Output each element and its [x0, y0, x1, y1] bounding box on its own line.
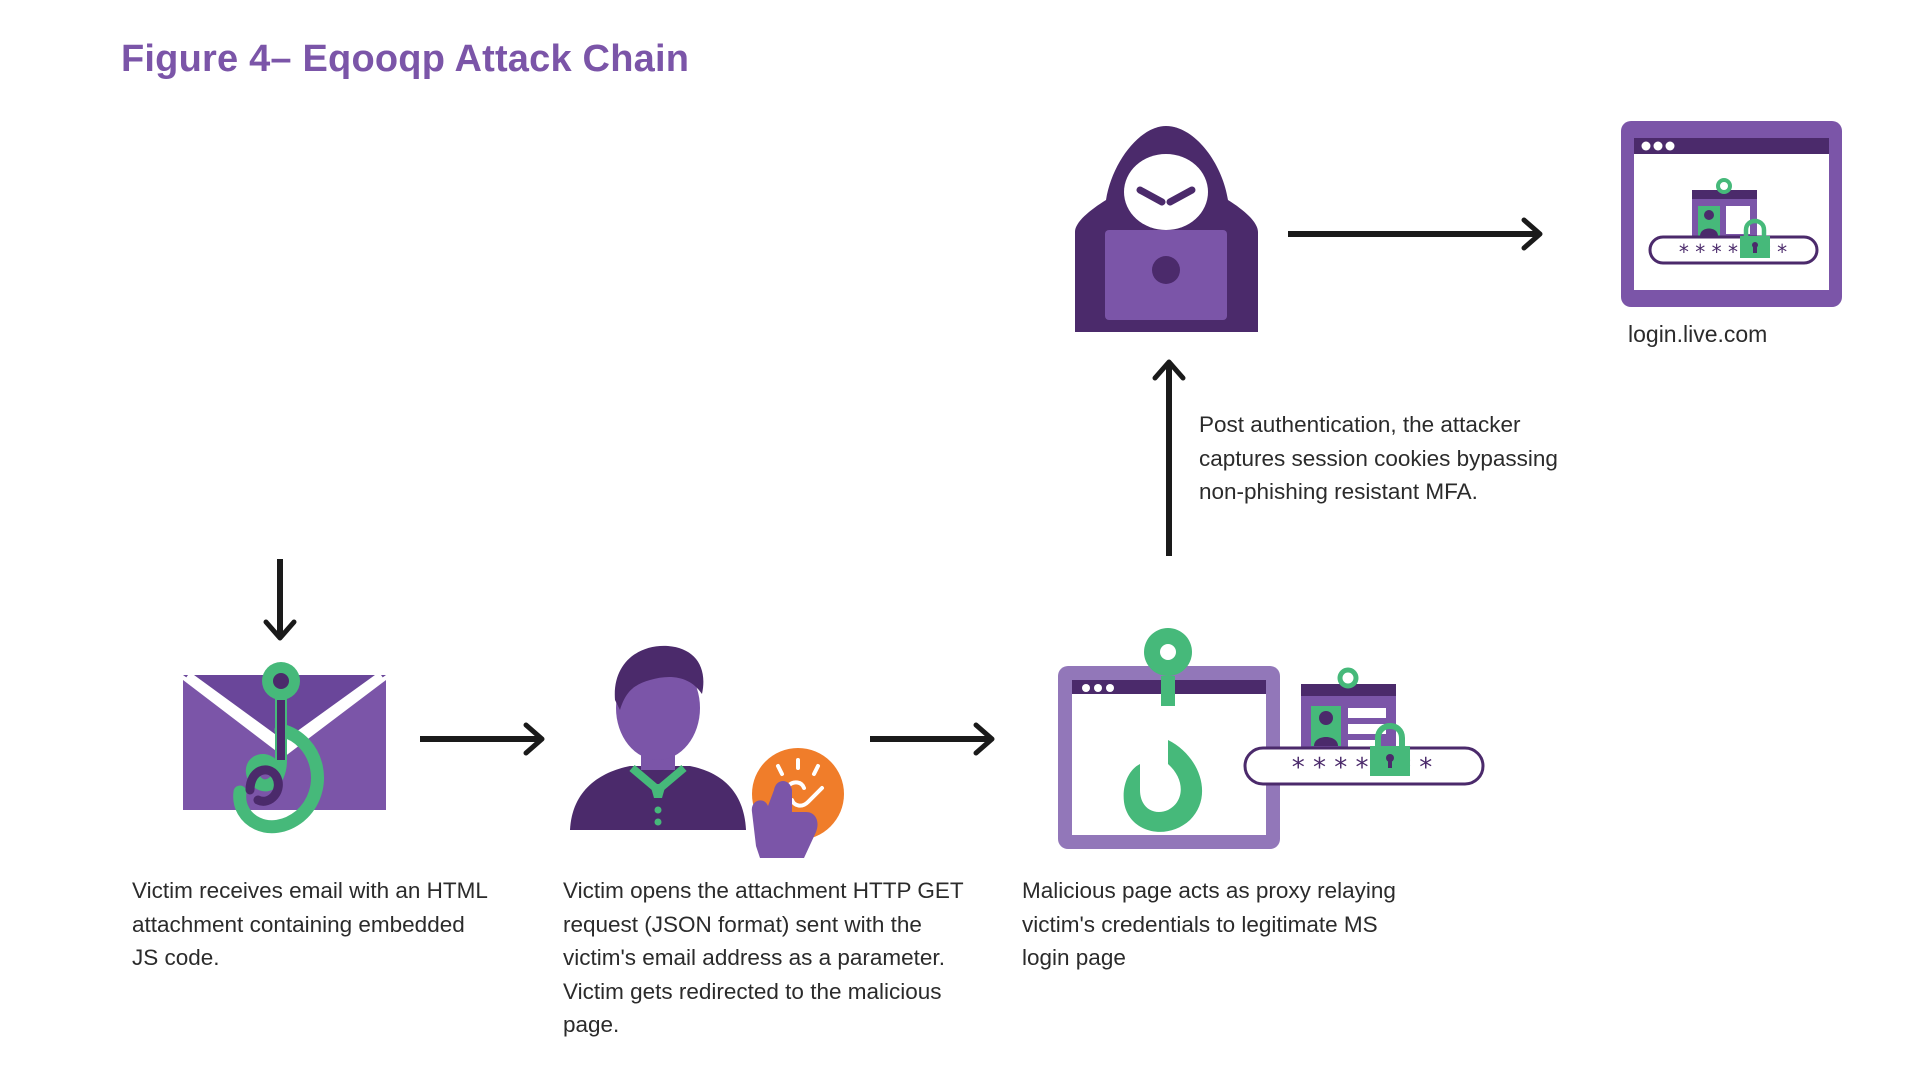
step-1-caption: Victim receives email with an HTML attac…: [132, 878, 488, 970]
arrow-into-email: [263, 559, 297, 641]
arrow-email-to-victim: [420, 722, 545, 756]
arrow-attacker-to-login-site: [1288, 217, 1543, 251]
arrow-malicious-page-to-attacker: [1152, 359, 1186, 556]
phishing-email-icon: [180, 662, 389, 834]
arrow-victim-to-malicious-page: [870, 722, 995, 756]
step-2-caption: Victim opens the attachment HTTP GET req…: [563, 878, 964, 1037]
step-4-caption: Post authentication, the attacker captur…: [1199, 412, 1558, 504]
login-site-label: login.live.com: [1628, 321, 1768, 347]
legit-login-page-icon: * * * * * * *: [1621, 121, 1842, 307]
step-3-caption: Malicious page acts as proxy relaying vi…: [1022, 878, 1396, 970]
malicious-proxy-page-icon: * * * * * * *: [1058, 628, 1485, 849]
attacker-icon: [1075, 126, 1258, 332]
figure-title: Figure 4– Eqooqp Attack Chain: [121, 38, 690, 80]
login-password-mask-text: * * * * * * *: [1679, 240, 1787, 264]
victim-click-icon: [570, 645, 844, 858]
password-mask-text: * * * * * * *: [1292, 753, 1433, 783]
